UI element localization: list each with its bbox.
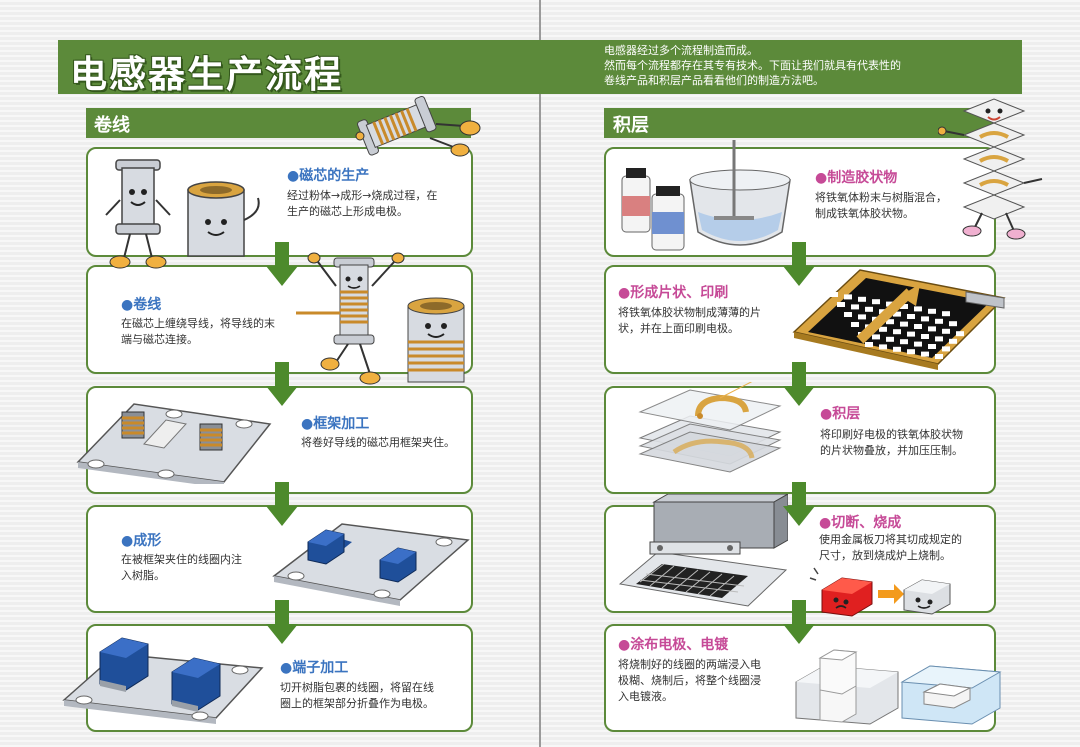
frame-illustration bbox=[76, 403, 272, 484]
step-title-cutting-firing: ●切断、烧成 bbox=[819, 515, 902, 531]
winding-mascots-illustration bbox=[296, 252, 465, 385]
winding-core-mascot-top bbox=[355, 95, 481, 157]
flow-arrow-down-icon bbox=[783, 482, 815, 526]
section-title-winding: 卷线 bbox=[94, 115, 130, 136]
section-title-multilayer: 积层 bbox=[613, 115, 649, 136]
flow-arrow-down-icon bbox=[266, 362, 298, 406]
step-title-core-production: ●磁芯的生产 bbox=[287, 168, 370, 184]
step-desc-frame-processing: 将卷好导线的磁芯用框架夹住。 bbox=[301, 436, 455, 449]
molding-illustration bbox=[272, 523, 470, 606]
flow-arrow-down-icon bbox=[783, 362, 815, 406]
firing-mascots-illustration bbox=[809, 567, 951, 617]
step-desc-core-production: 经过粉体→成形→烧成过程，在 生产的磁芯上形成电极。 bbox=[287, 189, 438, 218]
step-desc-cutting-firing: 使用金属板刀将其切成规定的 尺寸，放到烧成炉上烧制。 bbox=[819, 533, 962, 562]
intro-text: 电感器经过多个流程制造而成。 然而每个流程都存在其专有技术。下面让我们就具有代表… bbox=[604, 44, 901, 87]
step-title-molding: ●成形 bbox=[121, 533, 162, 549]
page-fold bbox=[539, 0, 541, 747]
step-desc-terminal-processing: 切开树脂包裹的线圈，将留在线 圈上的框架部分折叠作为电极。 bbox=[280, 681, 434, 710]
paste-mixing-illustration bbox=[621, 140, 791, 251]
stacked-sheets-mascot bbox=[938, 98, 1043, 240]
step-desc-paste: 将铁氧体粉末与树脂混合， 制成铁氧体胶状物。 bbox=[815, 191, 947, 220]
step-desc-lamination: 将印刷好电极的铁氧体胶状物 的片状物叠放，并加压压制。 bbox=[820, 428, 963, 457]
core-mascots-illustration bbox=[105, 159, 260, 269]
step-title-paste: ●制造胶状物 bbox=[815, 170, 898, 186]
lamination-illustration bbox=[638, 382, 782, 473]
step-desc-winding: 在磁芯上缠绕导线，将导线的末 端与磁芯连接。 bbox=[121, 317, 275, 346]
flow-arrow-down-icon bbox=[783, 242, 815, 286]
step-title-sheet-printing: ●形成片状、印刷 bbox=[618, 285, 729, 301]
step-title-plating: ●涂布电极、电镀 bbox=[618, 637, 729, 653]
step-desc-sheet-printing: 将铁氧体胶状物制成薄薄的片 状，并在上面印刷电极。 bbox=[618, 306, 761, 335]
step-title-winding: ●卷线 bbox=[121, 297, 162, 313]
flow-arrow-down-icon bbox=[783, 600, 815, 644]
intro-banner bbox=[540, 40, 1022, 94]
flow-arrow-down-icon bbox=[266, 482, 298, 526]
step-title-terminal-processing: ●端子加工 bbox=[280, 660, 349, 676]
plating-illustration bbox=[795, 649, 1002, 725]
flow-arrow-down-icon bbox=[266, 242, 298, 286]
section-bar-multilayer bbox=[604, 108, 994, 138]
step-title-frame-processing: ●框架加工 bbox=[301, 416, 370, 432]
flow-arrow-down-icon bbox=[266, 600, 298, 644]
terminal-illustration bbox=[62, 637, 264, 724]
page-title: 电感器生产流程 bbox=[70, 53, 343, 96]
step-desc-plating: 将烧制好的线圈的两端浸入电 极糊、烧制后，将整个线圈浸 入电镀液。 bbox=[618, 658, 761, 703]
step-desc-molding: 在被框架夹住的线圈内注 入树脂。 bbox=[121, 553, 242, 582]
step-title-lamination: ●积层 bbox=[820, 406, 861, 422]
sheet-printing-illustration bbox=[792, 269, 1006, 370]
title-banner bbox=[58, 40, 540, 94]
cutting-illustration bbox=[618, 494, 788, 607]
